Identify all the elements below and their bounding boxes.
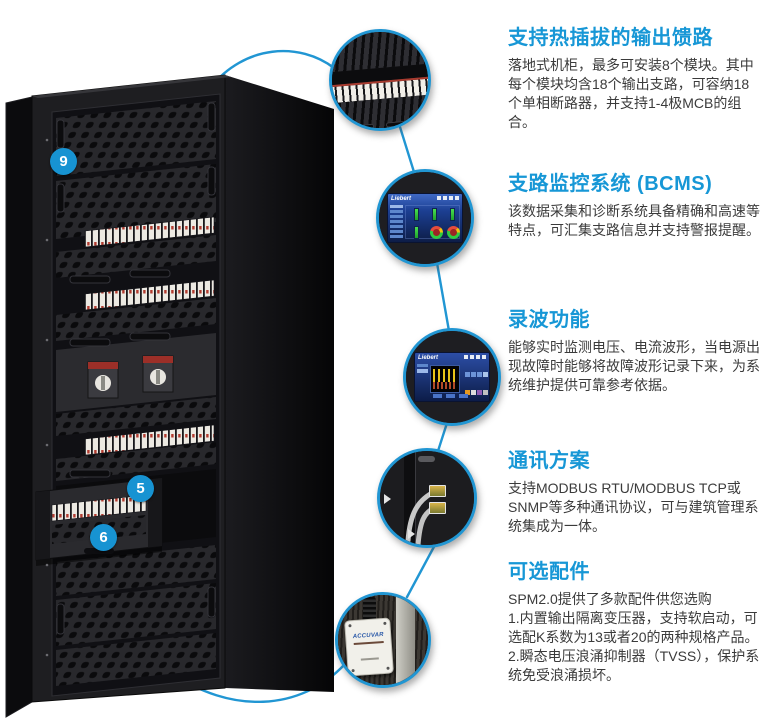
section-body: SPM2.0提供了多款配件供您选购 [508,591,712,607]
section-comms: 通讯方案 支持MODBUS RTU/MODBUS TCP或SNMP等多种通讯协议… [508,449,760,536]
callout-feeder-photo [329,29,431,131]
arrow-marker-icon [383,494,391,505]
waveform-screen: Liebert [414,352,490,402]
waveform-plot [430,365,460,393]
section-body: 该数据采集和诊断系统具备精确和高速等特点，可汇集支路信息并支持警报提醒。 [508,203,760,238]
rack-top-edge [32,75,231,98]
liebert-logo: Liebert [391,196,412,202]
line-comms-to-acc [405,541,438,599]
callout-bcms-photo: Liebert [376,169,474,267]
frame-screws [45,138,49,657]
tvss-unit: ACCUVAR [344,617,394,677]
label-text-line [353,641,385,646]
arrow-marker-icon [408,529,416,540]
badge-5: 5 [127,475,154,502]
section-title: 通讯方案 [508,450,590,472]
dial-gauge [430,226,443,239]
bcms-screen: Liebert [387,193,463,243]
section-waveform: 录波功能 能够实时监测电压、电流波形，当电源出现故障时能够将故障波形记录下来，为… [508,308,760,395]
section-bcms: 支路监控系统 (BCMS) 该数据采集和诊断系统具备精确和高速等特点，可汇集支路… [508,172,760,240]
line-bcms-to-wave [435,261,451,333]
current-wave [433,382,457,389]
rj45-connector [428,501,446,514]
callout-comms-photo [377,448,477,548]
line-rack-to-feeder [208,50,336,90]
badge-9-label: 9 [59,153,68,170]
panel-handles [56,102,216,635]
callout-waveform-photo: Liebert [403,328,501,426]
section-list-item: 2.瞬态电压浪涌抑制器（TVSS），保护系统免受浪涌损坏。 [508,648,760,683]
liebert-logo: Liebert [418,355,439,361]
level-bar [450,208,455,221]
conduit-cable [363,596,377,623]
screen-panels [405,205,460,239]
badge-6: 6 [90,524,117,551]
section-body: 落地式机柜，最多可安装8个模块。其中每个模块均含18个输出支路，可容纳18个单相… [508,57,754,130]
screen-buttons-icon [464,355,486,359]
rj45-connector [428,484,446,497]
badge-5-label: 5 [136,480,145,497]
line-feeder-to-bcms [398,125,416,174]
line-wave-to-comms [436,421,449,453]
rack-door [5,96,33,718]
accuvar-logo: ACCUVAR [352,632,384,641]
badge-6-label: 6 [99,529,108,546]
rack-side-panel [225,75,334,692]
screen-footer-buttons [433,394,468,398]
panel-groove [404,451,416,545]
level-bar [414,208,419,221]
panel-handle [417,455,435,463]
badge-9: 9 [50,148,77,175]
section-title: 支持热插拔的输出馈路 [508,27,713,49]
level-bar [432,208,437,221]
section-title: 支路监控系统 (BCMS) [508,173,713,195]
section-title: 录波功能 [508,309,590,331]
screen-sidebar [417,364,428,398]
screen-sidebar [390,205,403,239]
section-body: 支持MODBUS RTU/MODBUS TCP或SNMP等多种通讯协议，可与建筑… [508,480,759,534]
section-hot-swap-feeder: 支持热插拔的输出馈路 落地式机柜，最多可安装8个模块。其中每个模块均含18个输出… [508,26,760,132]
channel-buttons [465,365,489,401]
dial-gauge [447,226,460,239]
section-accessories: 可选配件 SPM2.0提供了多款配件供您选购 1.内置输出隔离变压器，支持软启动… [508,560,760,685]
breaker-strips [84,216,215,456]
callout-accessory-photo: ACCUVAR [335,592,431,688]
label-text-line [361,657,379,661]
section-title: 可选配件 [508,561,590,583]
wall-edge [395,595,416,685]
section-list-item: 1.内置输出隔离变压器，支持软启动，可选配K系数为13或者20的两种规格产品。 [508,610,759,645]
mccb-panel [56,333,216,412]
network-cables [405,490,437,545]
level-bar [414,226,419,239]
section-body: 能够实时监测电压、电流波形，当电源出现故障时能够将故障波形记录下来，为系统维护提… [508,339,760,393]
screen-buttons-icon [437,196,459,200]
voltage-wave [433,369,457,382]
